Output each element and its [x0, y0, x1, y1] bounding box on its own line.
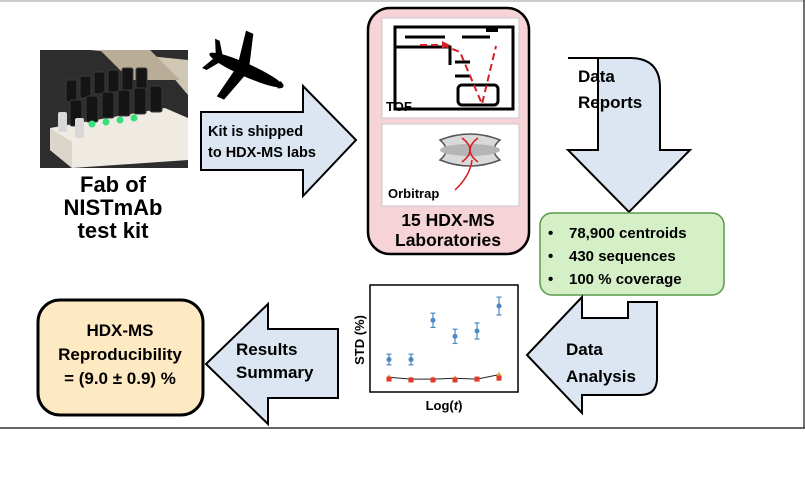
plot-frame [369, 284, 519, 393]
data-reports-line: Data [578, 67, 615, 86]
tof-label: TOF [386, 99, 412, 114]
kit-caption-line: test kit [78, 218, 150, 243]
kit-caption-line: Fab of [80, 172, 147, 197]
plot-xlabel-suffix: ) [458, 398, 462, 413]
stats-bullet: • [548, 271, 553, 288]
results-summary-arrow [204, 301, 339, 427]
test-kit-photo [40, 50, 188, 168]
tof-panel [381, 17, 520, 119]
tof-schematic-icon [393, 25, 515, 111]
data-point-red [452, 377, 458, 383]
plot-xlabel-prefix: Log( [426, 398, 455, 413]
plot-xlabel-var: t [454, 398, 459, 413]
plot-ylabel: STD (%) [352, 315, 367, 365]
plot-xlabel: Log(t) [426, 398, 463, 413]
results-summary-line: Results [236, 340, 297, 359]
reproducibility-line: HDX-MS [86, 321, 153, 340]
data-reports-line: Reports [578, 93, 642, 112]
data-point-blue [430, 317, 436, 323]
reproducibility-line: Reproducibility [58, 345, 182, 364]
reproducibility-text: HDX-MS Reproducibility = (9.0 ± 0.9) % [58, 321, 182, 388]
orbitrap-icon [438, 133, 502, 191]
results-summary-line: Summary [236, 363, 314, 382]
std-plot: STD (%) Log(t) [352, 284, 519, 413]
labs-title: 15 HDX-MS Laboratories [395, 210, 501, 250]
data-point-red [496, 375, 502, 381]
stats-item: 430 sequences [569, 248, 676, 265]
data-reports-arrow [565, 57, 693, 214]
results-summary-text: Results Summary [236, 340, 314, 382]
airplane-icon [202, 30, 284, 100]
data-point-blue [452, 333, 458, 339]
data-reports-text: Data Reports [578, 67, 642, 112]
data-point-red [386, 376, 392, 382]
ship-arrow [200, 83, 358, 199]
data-point-orange [496, 371, 502, 377]
orbitrap-label: Orbitrap [388, 186, 439, 201]
data-point-red [430, 377, 436, 383]
tof-ion-path [420, 44, 497, 108]
ship-arrow-text: Kit is shipped to HDX-MS labs [208, 124, 316, 161]
series-line [388, 374, 500, 380]
data-analysis-line: Data [566, 340, 603, 359]
stats-list: • 78,900 centroids • 430 sequences • 100… [548, 225, 687, 288]
ship-arrow-line: to HDX-MS labs [208, 145, 316, 161]
stats-box [539, 212, 725, 296]
data-analysis-arrow [525, 294, 658, 416]
kit-caption: Fab of NISTmAb test kit [64, 172, 163, 243]
data-point-red [474, 376, 480, 382]
data-point-blue [496, 303, 502, 309]
tof-arrowhead-icon [442, 41, 450, 49]
data-point-blue [474, 328, 480, 334]
data-analysis-text: Data Analysis [566, 340, 636, 386]
data-point-red [408, 377, 414, 383]
stats-bullet: • [548, 248, 553, 265]
data-point-blue [408, 356, 414, 362]
stats-item: 78,900 centroids [569, 225, 687, 242]
kit-caption-line: NISTmAb [64, 195, 163, 220]
reproducibility-line: = (9.0 ± 0.9) % [64, 369, 176, 388]
ship-arrow-line: Kit is shipped [208, 124, 303, 140]
stats-bullet: • [548, 225, 553, 242]
stats-item: 100 % coverage [569, 271, 682, 288]
labs-title-line: 15 HDX-MS [401, 210, 494, 230]
reproducibility-box [36, 298, 205, 417]
labs-title-line: Laboratories [395, 230, 501, 250]
data-point-blue [386, 356, 392, 362]
plot-marks [386, 296, 502, 383]
data-analysis-line: Analysis [566, 367, 636, 386]
